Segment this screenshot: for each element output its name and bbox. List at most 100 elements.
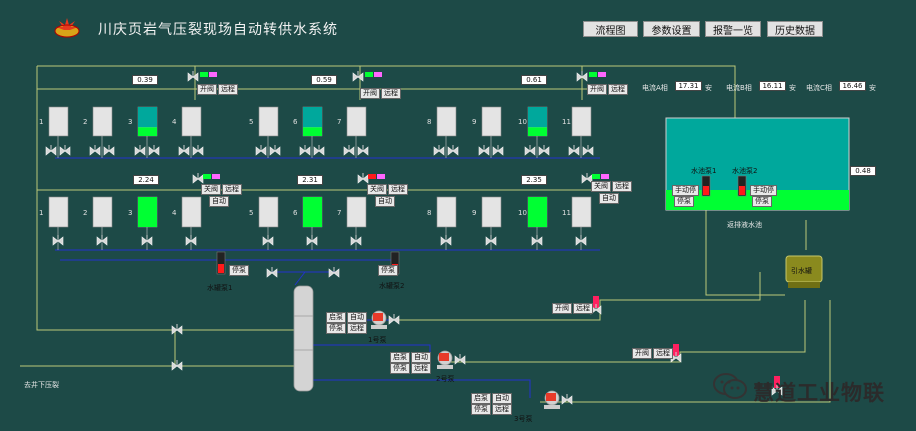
main-pump-remote-button[interactable]: 远程: [347, 323, 367, 334]
tank-pump-2-stop-button[interactable]: 停泵: [378, 265, 398, 276]
pool-pump-2-stop-button[interactable]: 停泵: [752, 196, 772, 207]
valve-close-button[interactable]: 关阀: [201, 184, 221, 195]
main-pump-stop-button[interactable]: 停泵: [471, 404, 491, 415]
status-indicator-pink: [598, 72, 606, 77]
tank-water-fill: [528, 197, 547, 227]
valve-remote-button[interactable]: 远程: [612, 181, 632, 192]
valve-open-button[interactable]: 开阀: [587, 84, 607, 95]
outlet-valve-indicator: [673, 344, 679, 356]
tank-cyan-fill: [303, 107, 322, 128]
storage-tank: [258, 196, 279, 228]
nav-params-button[interactable]: 参数设置: [643, 21, 700, 37]
tank-number: 3: [128, 118, 133, 126]
outlet-pipe-1: [380, 272, 761, 321]
outlet-valve-open-button[interactable]: 开阀: [632, 348, 652, 359]
level-readout: 2.31: [297, 175, 323, 185]
tank-number: 5: [249, 118, 254, 126]
header-pipe-left: [36, 66, 295, 331]
valve-remote-button[interactable]: 远程: [222, 184, 242, 195]
tank-pump-1-stop-button[interactable]: 停泵: [229, 265, 249, 276]
storage-tank: [92, 106, 113, 137]
main-pump-remote-button[interactable]: 远程: [492, 404, 512, 415]
storage-tank: [481, 196, 502, 228]
pool-pump-2-mode[interactable]: 手动停: [750, 185, 777, 196]
tank-number: 1: [39, 118, 44, 126]
status-indicator-pink: [374, 72, 382, 77]
nav-flowchart-button[interactable]: 流程图: [583, 21, 638, 37]
tank-number: 7: [337, 209, 342, 217]
tank-water-fill: [303, 197, 322, 227]
tank-cyan-fill: [528, 107, 547, 128]
pump-discharge-pipe: [294, 271, 306, 286]
level-readout: 2.24: [133, 175, 159, 185]
main-pump-start-button[interactable]: 启泵: [326, 312, 346, 323]
tank-water-fill: [138, 197, 157, 227]
outlet-valve-remote-button[interactable]: 远程: [653, 348, 673, 359]
outlet-pipe-3: [540, 300, 831, 403]
primer-tank-base: [788, 282, 820, 288]
outlet-valve-open-button[interactable]: 开阀: [552, 303, 572, 314]
manifold-column: [293, 285, 314, 392]
main-pump-stop-button[interactable]: 停泵: [390, 363, 410, 374]
app-title: 川庆页岩气压裂现场自动转供水系统: [98, 22, 338, 38]
downhole-label: 去井下压裂: [24, 381, 59, 389]
storage-tank: [181, 196, 202, 228]
storage-tank: [258, 106, 279, 137]
pool-pump-1-stop-button[interactable]: 停泵: [674, 196, 694, 207]
storage-tank: [436, 196, 457, 228]
primer-tank-label: 引水罐: [791, 267, 812, 275]
storage-tank: [571, 106, 592, 137]
main-pump-auto-button[interactable]: 自动: [347, 312, 367, 323]
valve-remote-button[interactable]: 远程: [218, 84, 238, 95]
main-pump-remote-button[interactable]: 远程: [411, 363, 431, 374]
storage-tank: [181, 106, 202, 137]
pool-pump-1-mode[interactable]: 手动停: [672, 185, 699, 196]
nav-alarm-button[interactable]: 报警一览: [705, 21, 761, 37]
tank-number: 5: [249, 209, 254, 217]
pump-suction-pipe: [60, 259, 396, 272]
current-unit: 安: [869, 84, 876, 92]
valve-auto-button[interactable]: 自动: [599, 193, 619, 204]
storage-tank: [48, 196, 69, 228]
outlet-valve-remote-button[interactable]: 远程: [573, 303, 593, 314]
valve-open-button[interactable]: 开阀: [197, 84, 217, 95]
tank-number: 7: [337, 118, 342, 126]
nav-history-button[interactable]: 历史数据: [767, 21, 823, 37]
tank-number: 2: [83, 118, 88, 126]
outlet-valve-indicator: [774, 376, 780, 388]
valve-close-button[interactable]: 关阀: [367, 184, 387, 195]
watermark: 慧道工业物联: [753, 381, 885, 405]
valve-remote-button[interactable]: 远程: [388, 184, 408, 195]
valve-auto-button[interactable]: 自动: [375, 196, 395, 207]
pool-pump-1-label: 水池泵1: [691, 167, 717, 175]
valve-open-button[interactable]: 开阀: [360, 88, 380, 99]
pump-base: [544, 405, 560, 409]
tank-water-fill: [528, 127, 547, 136]
pump-link-pipe: [312, 379, 531, 398]
tank-number: 4: [172, 209, 177, 217]
pump-alarm-light: [739, 186, 745, 195]
status-indicator-green: [200, 72, 208, 77]
status-indicator-pink: [212, 174, 220, 179]
valve-auto-button[interactable]: 自动: [209, 196, 229, 207]
current-label: 电流B相: [726, 84, 752, 92]
company-logo: [54, 16, 80, 38]
main-pump-label: 3号泵: [514, 415, 533, 423]
main-pump-start-button[interactable]: 启泵: [471, 393, 491, 404]
current-label: 电流C相: [806, 84, 832, 92]
valve-remote-button[interactable]: 远程: [608, 84, 628, 95]
valve-remote-button[interactable]: 远程: [381, 88, 401, 99]
logo-icon: [54, 18, 80, 38]
main-pump-stop-button[interactable]: 停泵: [326, 323, 346, 334]
pool-pipe: [705, 210, 785, 296]
storage-tank: [571, 196, 592, 228]
valve-close-button[interactable]: 关阀: [591, 181, 611, 192]
storage-tank: [481, 106, 502, 137]
main-pump-auto-button[interactable]: 自动: [411, 352, 431, 363]
main-pump-start-button[interactable]: 启泵: [390, 352, 410, 363]
tank-number: 10: [518, 209, 527, 217]
main-pump-auto-button[interactable]: 自动: [492, 393, 512, 404]
pressure-readout: 0.59: [311, 75, 337, 85]
status-indicator-green: [592, 174, 600, 179]
pressure-readout: 0.61: [521, 75, 547, 85]
